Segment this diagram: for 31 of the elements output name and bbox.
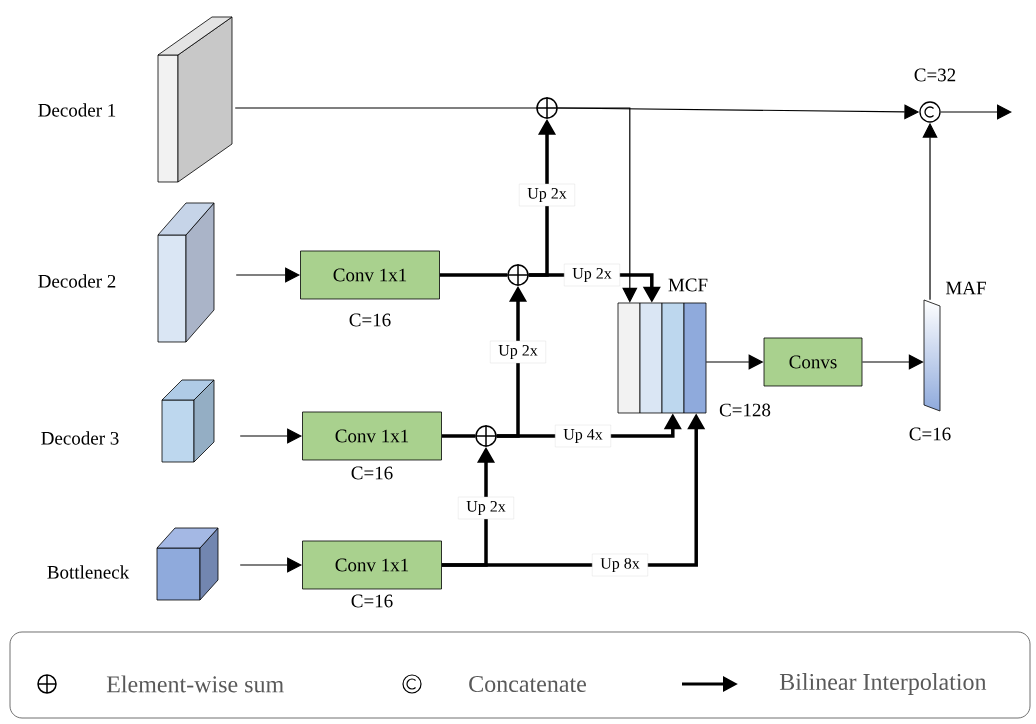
channel-label: C=16: [909, 427, 951, 441]
sum-symbol: [474, 424, 498, 448]
sum-symbol: [506, 263, 530, 287]
legend-label: Bilinear Interpolation: [779, 673, 987, 695]
conv-box: Conv 1x1: [300, 250, 440, 300]
edge-label: Up 2x: [490, 340, 546, 364]
legend-label: Concatenate: [469, 675, 586, 693]
edge-label: Up 2x: [564, 263, 620, 287]
layer-label: Decoder 1: [38, 103, 116, 117]
channel-label: C=32: [914, 68, 956, 82]
conv-box: Convs: [763, 337, 863, 387]
channel-label: C=16: [349, 313, 391, 327]
edge-label: Up 2x: [519, 183, 575, 207]
arrow: [861, 354, 924, 370]
conv-box: Conv 1x1: [302, 540, 442, 590]
edge-label: Up 2x: [458, 496, 514, 520]
channel-label: C=128: [719, 403, 771, 417]
layer-label: MAF: [945, 281, 986, 295]
edge-label: Up 8x: [592, 553, 648, 577]
conv-box: Conv 1x1: [302, 411, 442, 461]
arrow: [557, 107, 638, 303]
legend-label: Element-wise sum: [106, 675, 284, 693]
channel-label: C=16: [351, 466, 393, 480]
layer-label: Bottleneck: [47, 565, 130, 579]
arrow: [940, 104, 1012, 120]
layer-label: Decoder 2: [38, 274, 116, 288]
layer-label: MCF: [668, 278, 708, 292]
edge-label: Up 4x: [555, 424, 611, 448]
channel-label: C=16: [351, 594, 393, 608]
sum-symbol: [535, 96, 559, 120]
layer-label: Decoder 3: [41, 431, 119, 445]
